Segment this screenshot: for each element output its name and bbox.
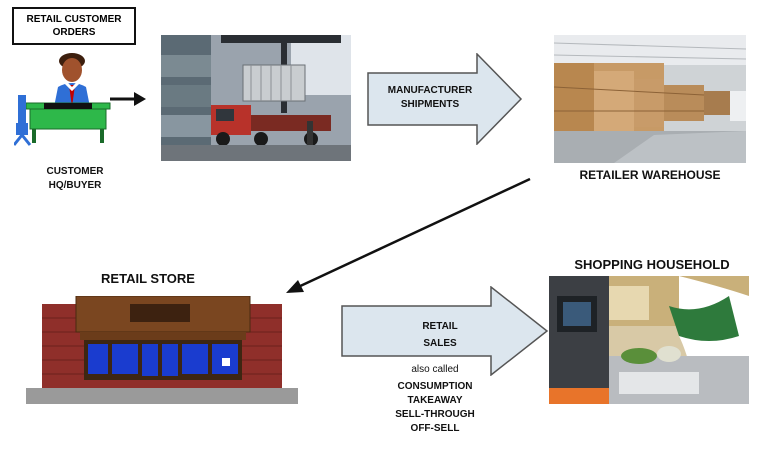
retailer-warehouse-label: RETAILER WAREHOUSE — [579, 168, 721, 182]
customer-label-line1: CUSTOMER — [46, 166, 104, 177]
orders-box-line2: ORDERS — [52, 27, 96, 38]
synonym-item: TAKEAWAY — [407, 395, 463, 406]
synonym-item: OFF-SELL — [410, 423, 460, 434]
retail-sales-arrow — [341, 286, 549, 376]
arrow-right-icon — [110, 92, 146, 106]
customer-hq-label: CUSTOMER HQ/BUYER — [30, 165, 120, 193]
manufacturer-shipments-label: MANUFACTURER SHIPMENTS — [370, 84, 490, 112]
synonym-item: CONSUMPTION — [397, 381, 473, 392]
customer-label-line2: HQ/BUYER — [48, 180, 102, 191]
retail-store-label: RETAIL STORE — [101, 271, 195, 286]
manufacturer-line1: MANUFACTURER — [387, 85, 473, 96]
checkout-image — [549, 276, 749, 404]
person-at-desk-icon — [14, 53, 111, 146]
retail-sales-line1: RETAIL — [422, 321, 458, 332]
synonym-item: SELL-THROUGH — [395, 409, 475, 420]
storefront-icon — [26, 296, 298, 404]
retail-sales-line2: SALES — [423, 338, 457, 349]
also-called-text: also called — [411, 364, 459, 375]
retail-customer-orders-box: RETAIL CUSTOMER ORDERS — [12, 7, 136, 45]
manufacturer-line2: SHIPMENTS — [400, 99, 460, 110]
synonym-list: CONSUMPTION TAKEAWAY SELL-THROUGH OFF-SE… — [370, 380, 500, 436]
orders-box-line1: RETAIL CUSTOMER — [26, 14, 122, 25]
arrow-down-left-icon — [286, 177, 531, 293]
warehouse-image — [554, 35, 746, 163]
container-port-image — [161, 35, 351, 161]
retail-sales-label: RETAIL SALES — [390, 318, 490, 352]
manufacturer-shipments-arrow — [367, 53, 523, 145]
shopping-household-label: SHOPPING HOUSEHOLD — [574, 257, 730, 272]
